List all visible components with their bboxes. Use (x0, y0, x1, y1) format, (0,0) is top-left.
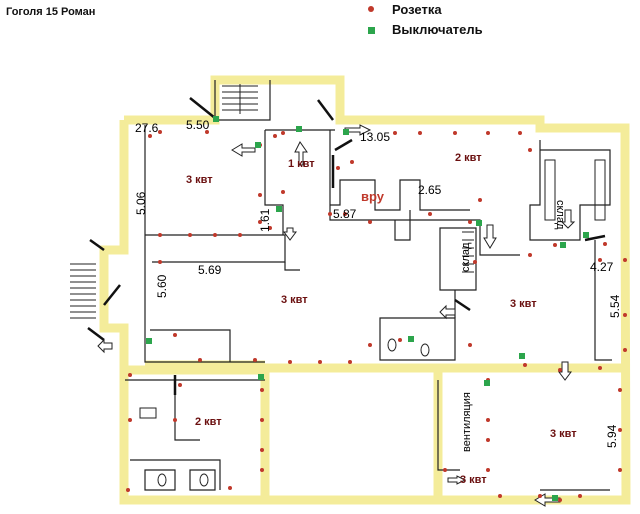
dim-13-05: 13.05 (360, 130, 391, 144)
stairs-top (222, 84, 258, 114)
room-power-3: 2 квт (455, 152, 482, 164)
room-power-4: 3 квт (281, 294, 308, 306)
sockets (126, 130, 627, 502)
room-power-1: 3 квт (186, 174, 213, 186)
walls (99, 75, 631, 505)
switches (146, 116, 589, 501)
fixtures (139, 338, 430, 487)
room-power-2: 1 квт (288, 158, 315, 170)
dim-2-65: 2.65 (418, 183, 442, 197)
dim-1-61: 1.61 (258, 208, 272, 232)
vru-label: вру (361, 189, 384, 204)
shelves (544, 159, 606, 221)
room-power-8: 3 квт (460, 474, 487, 486)
dim-5-69: 5.69 (198, 263, 222, 277)
room-power-7: 3 квт (550, 428, 577, 440)
dim-5-87: 5.87 (333, 207, 357, 221)
ventilation-label: вентиляция (461, 392, 473, 452)
legend-socket-label: Розетка (392, 2, 442, 17)
dim-4-27: 4.27 (590, 260, 614, 274)
doors (87, 97, 606, 395)
stairs-center (462, 231, 474, 273)
room-power-6: 2 квт (195, 416, 222, 428)
inner-walls (125, 80, 612, 491)
plan-header: Гоголя 15 Роман (6, 6, 96, 18)
room-power-5: 3 квт (510, 298, 537, 310)
door-arrows (97, 124, 576, 507)
dim-5-60: 5.60 (155, 274, 169, 298)
sklad-label-2: склад (460, 242, 472, 272)
dim-5-06: 5.06 (134, 191, 148, 215)
legend-switch-marker (368, 27, 375, 34)
sklad-label-1: склад (554, 200, 566, 230)
dim-5-54: 5.54 (608, 294, 622, 318)
legend-switch-label: Выключатель (392, 22, 483, 37)
stairs-left (70, 263, 96, 319)
dim-5-50: 5.50 (186, 118, 210, 132)
dim-27-6: 27.6 (135, 121, 159, 135)
legend-socket-marker (368, 6, 374, 12)
dim-5-94: 5.94 (605, 424, 619, 448)
